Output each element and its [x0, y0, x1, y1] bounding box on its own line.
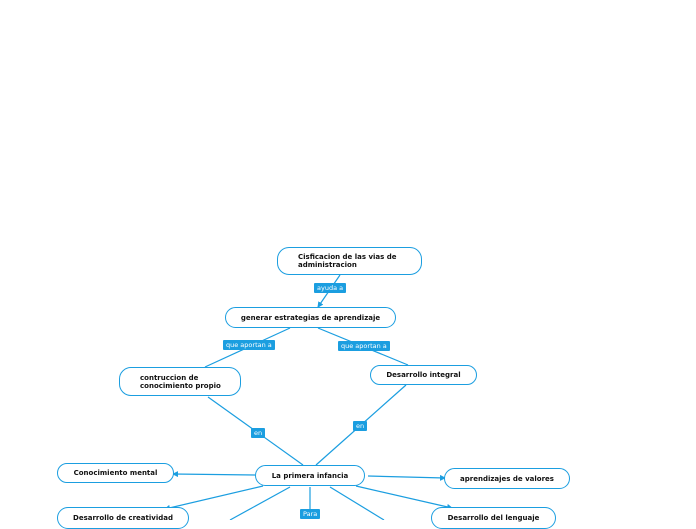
node-clasificacion-text: Cisficacion de las vias de administracio… [298, 253, 397, 269]
edge-infancia-mental [172, 471, 256, 478]
label-aportan-right: que aportan a [338, 341, 390, 351]
node-lenguaje[interactable]: Desarrollo del lenguaje [431, 507, 556, 529]
edge-infancia-lower-left [229, 486, 291, 520]
node-construccion-text: contruccion de conocimiento propio [140, 373, 221, 390]
node-estrategias-text: generar estrategias de aprendizaje [240, 313, 381, 322]
label-en-right: en [353, 421, 368, 431]
edge-infancia-lower-right [329, 486, 385, 520]
node-creatividad[interactable]: Desarrollo de creatividad [57, 507, 189, 529]
label-en-left: en [251, 428, 266, 438]
label-ayuda: ayuda a [314, 283, 347, 293]
node-construccion[interactable]: contruccion de conocimiento propio [119, 367, 241, 396]
edge-infancia-creatividad [164, 485, 264, 511]
node-infancia[interactable]: La primera infancia [255, 465, 365, 486]
label-para: Para [300, 509, 321, 519]
node-valores[interactable]: aprendizajes de valores [444, 468, 570, 489]
node-lenguaje-text: Desarrollo del lenguaje [447, 514, 540, 522]
edge-infancia-valores [367, 474, 446, 481]
label-aportan-left: que aportan a [223, 340, 275, 350]
node-estrategias[interactable]: generar estrategias de aprendizaje [225, 307, 396, 328]
node-valores-text: aprendizajes de valores [460, 474, 554, 483]
node-infancia-text: La primera infancia [271, 471, 349, 480]
node-mental[interactable]: Conocimiento mental [57, 463, 174, 483]
node-clasificacion[interactable]: Cisficacion de las vias de administracio… [277, 247, 422, 275]
node-integral[interactable]: Desarrollo integral [370, 365, 477, 385]
edge-infancia-lenguaje [355, 485, 453, 510]
node-creatividad-text: Desarrollo de creatividad [73, 514, 173, 522]
node-mental-text: Conocimiento mental [73, 469, 158, 477]
node-integral-text: Desarrollo integral [386, 371, 461, 379]
